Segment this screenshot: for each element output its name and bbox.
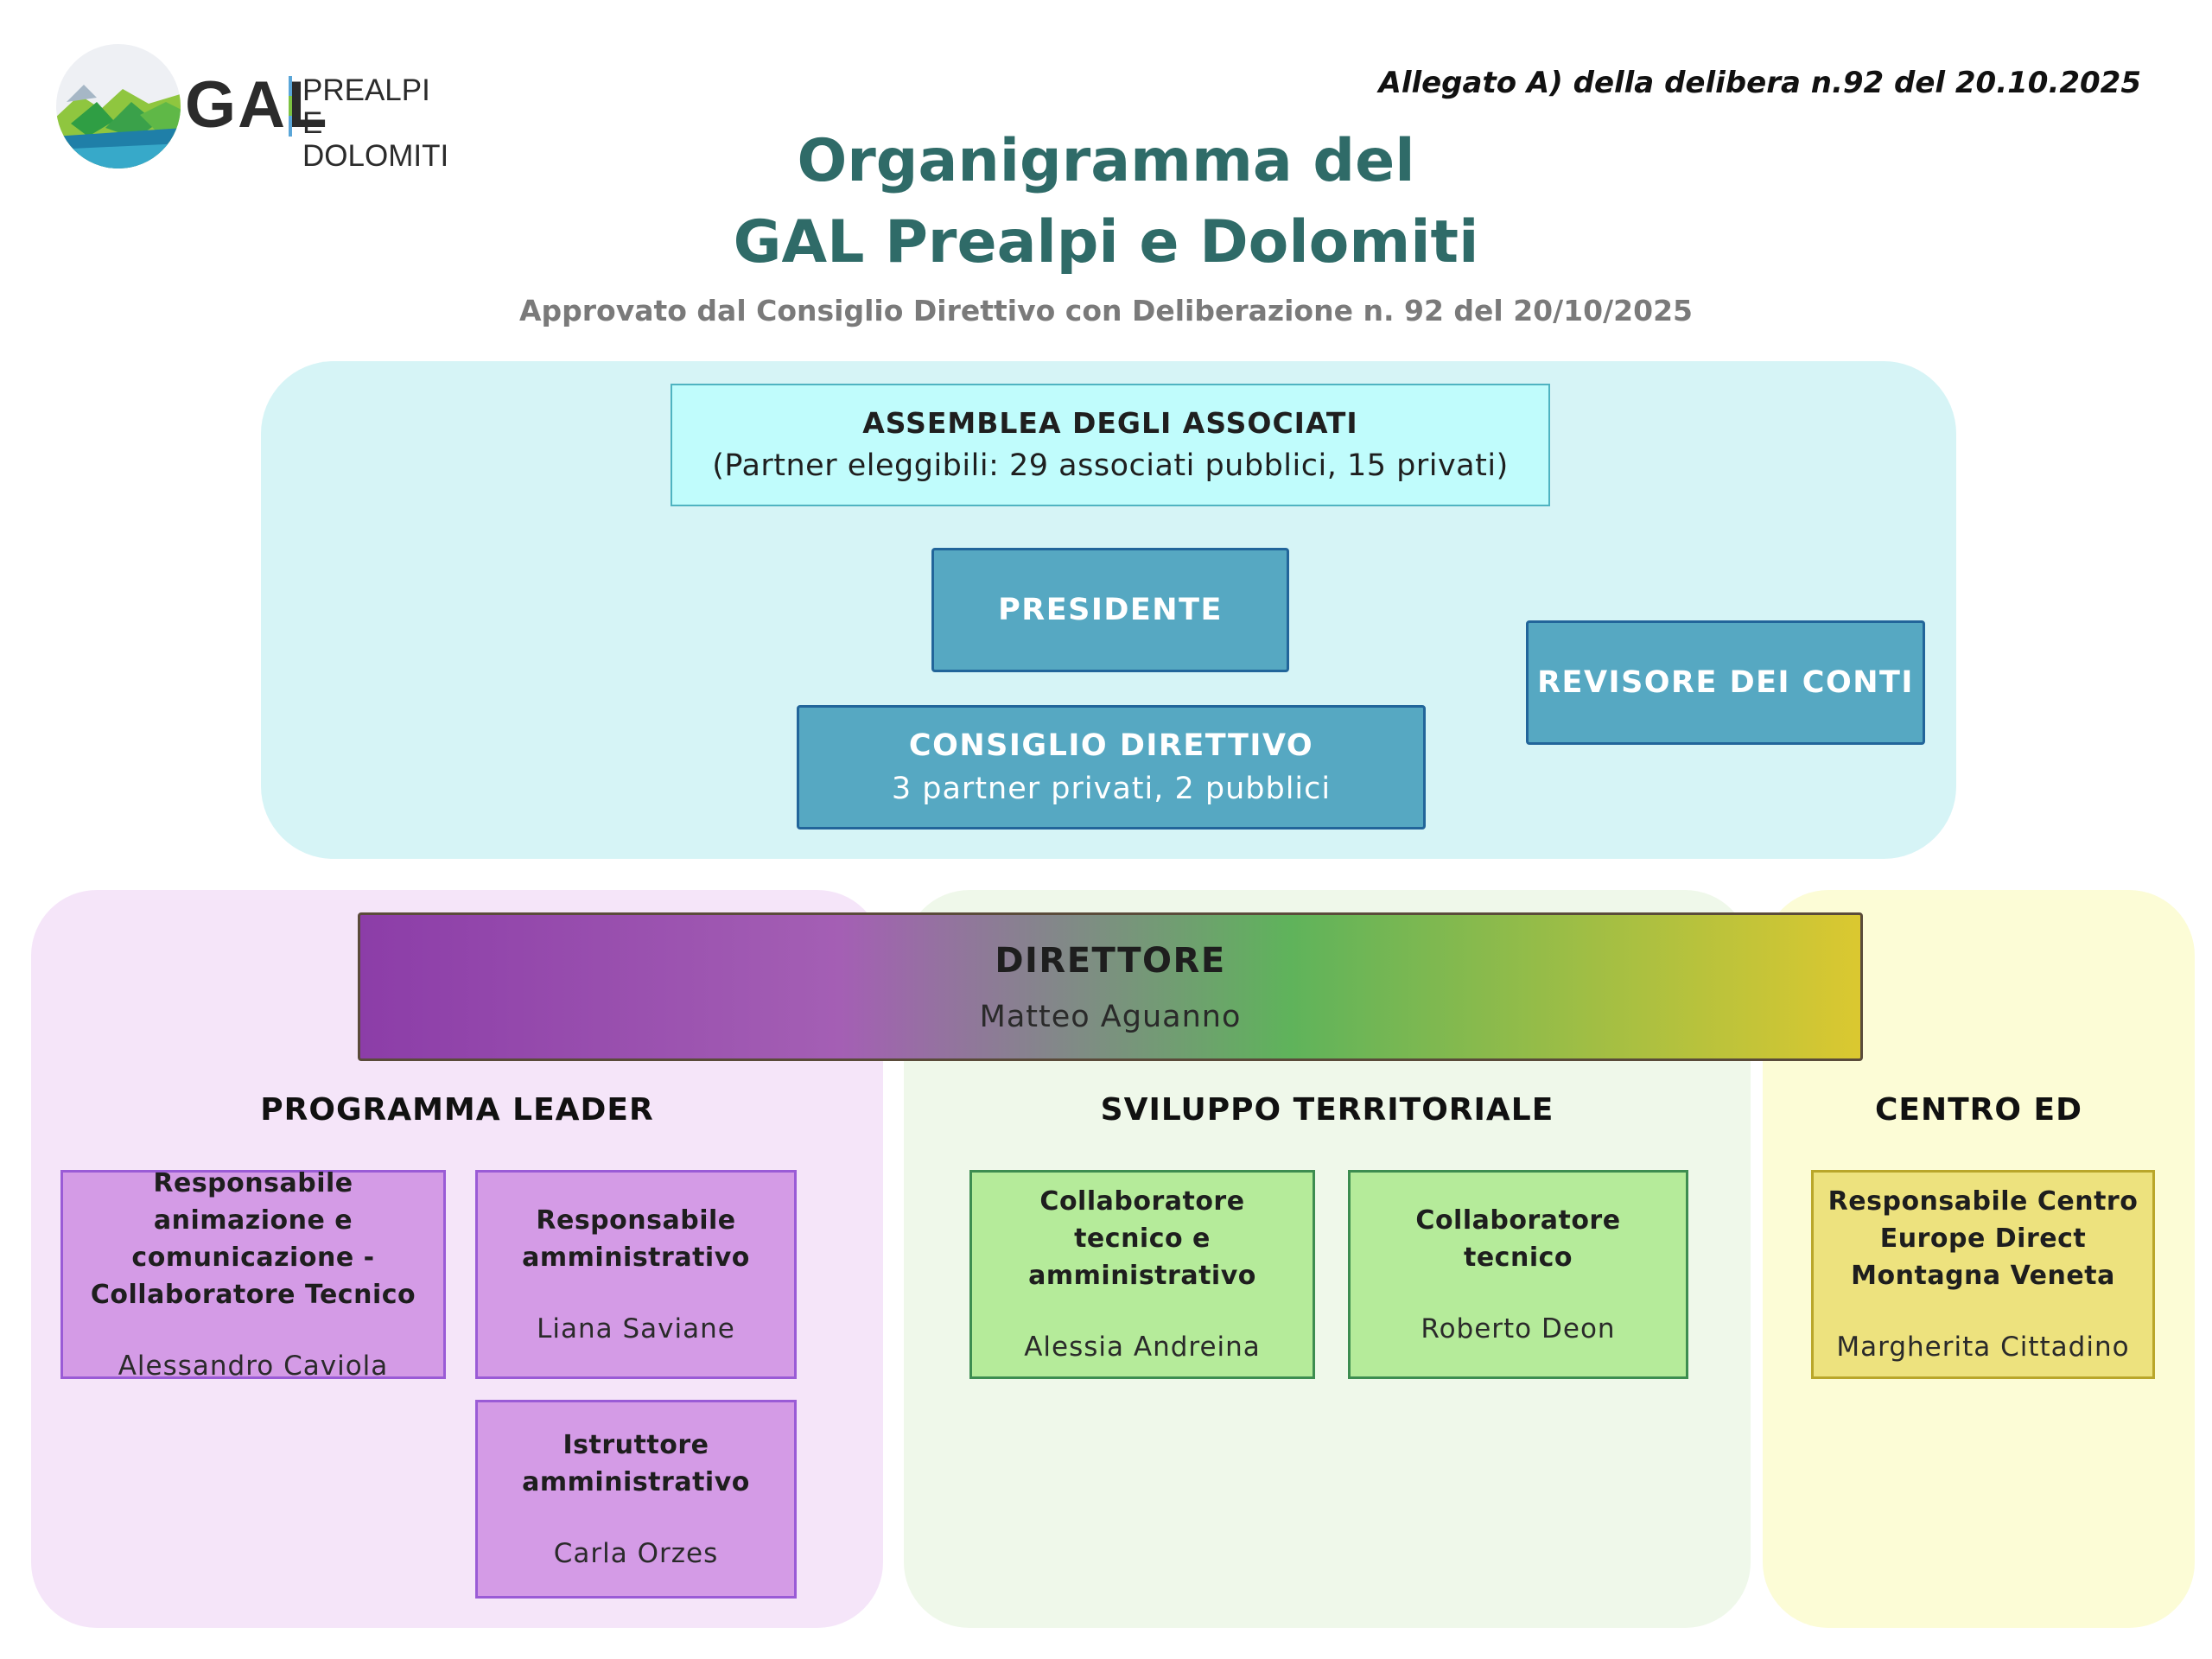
- card-leader-saviane: Responsabile amministrativo Liana Savian…: [475, 1170, 797, 1379]
- assemblea-title: ASSEMBLEA DEGLI ASSOCIATI: [862, 406, 1358, 440]
- card-sviluppo-andreina: Collaboratore tecnico e amministrativo A…: [969, 1170, 1315, 1379]
- direttore-box: DIRETTORE Matteo Aguanno: [358, 912, 1863, 1061]
- section-title-leader: PROGRAMMA LEADER: [260, 1092, 654, 1128]
- card-role: Collaboratore tecnico e amministrativo: [1028, 1186, 1256, 1291]
- page-title: Organigramma del GAL Prealpi e Dolomiti: [242, 121, 1970, 283]
- revisore-box: REVISORE DEI CONTI: [1526, 620, 1925, 745]
- logo-subtitle: PREALPI E DOLOMITI: [302, 74, 451, 173]
- card-name: Roberto Deon: [1421, 1313, 1616, 1344]
- card-name: Alessia Andreina: [1024, 1332, 1261, 1363]
- gal-logo: GAL PREALPI E DOLOMITI: [54, 41, 451, 173]
- presidente-box: PRESIDENTE: [931, 548, 1289, 672]
- direttore-name: Matteo Aguanno: [979, 1000, 1242, 1034]
- consiglio-detail: 3 partner privati, 2 pubblici: [891, 772, 1332, 806]
- card-role: Collaboratore tecnico: [1415, 1205, 1621, 1273]
- logo-sub-line2: DOLOMITI: [302, 139, 449, 173]
- mountain-logo-icon: [56, 44, 181, 168]
- page-subtitle: Approvato dal Consiglio Direttivo con De…: [518, 294, 1693, 327]
- card-role: Responsabile animazione e comunicazione …: [90, 1167, 416, 1310]
- card-ed-cittadino: Responsabile Centro Europe Direct Montag…: [1811, 1170, 2155, 1379]
- card-name: Liana Saviane: [537, 1313, 735, 1344]
- assemblea-detail: (Partner eleggibili: 29 associati pubbli…: [712, 448, 1509, 483]
- card-role: Responsabile amministrativo: [522, 1205, 750, 1273]
- card-name: Alessandro Caviola: [118, 1350, 389, 1382]
- page-title-line1: Organigramma del: [797, 127, 1415, 195]
- page-title-line2: GAL Prealpi e Dolomiti: [733, 208, 1479, 276]
- consiglio-title: CONSIGLIO DIRETTIVO: [908, 728, 1314, 763]
- card-name: Margherita Cittadino: [1836, 1332, 2130, 1363]
- revisore-title: REVISORE DEI CONTI: [1537, 665, 1914, 700]
- card-sviluppo-deon: Collaboratore tecnico Roberto Deon: [1348, 1170, 1688, 1379]
- logo-gal-text: GAL: [185, 68, 329, 142]
- card-name: Carla Orzes: [553, 1537, 719, 1569]
- card-leader-caviola: Responsabile animazione e comunicazione …: [60, 1168, 446, 1382]
- allegato-note: Allegato A) della delibera n.92 del 20.1…: [1378, 66, 2142, 100]
- logo-sub-line1: PREALPI E: [302, 73, 430, 140]
- card-role: Istruttore amministrativo: [522, 1429, 750, 1497]
- card-role: Responsabile Centro Europe Direct Montag…: [1827, 1186, 2139, 1291]
- assemblea-box: ASSEMBLEA DEGLI ASSOCIATI (Partner elegg…: [671, 384, 1550, 506]
- section-title-sviluppo: SVILUPPO TERRITORIALE: [1100, 1092, 1554, 1128]
- presidente-title: PRESIDENTE: [998, 593, 1223, 627]
- card-leader-orzes: Istruttore amministrativo Carla Orzes: [475, 1400, 797, 1599]
- consiglio-box: CONSIGLIO DIRETTIVO 3 partner privati, 2…: [797, 705, 1426, 830]
- logo-separator: [289, 76, 292, 137]
- section-title-ed: CENTRO ED: [1874, 1092, 2083, 1128]
- direttore-title: DIRETTORE: [995, 941, 1226, 981]
